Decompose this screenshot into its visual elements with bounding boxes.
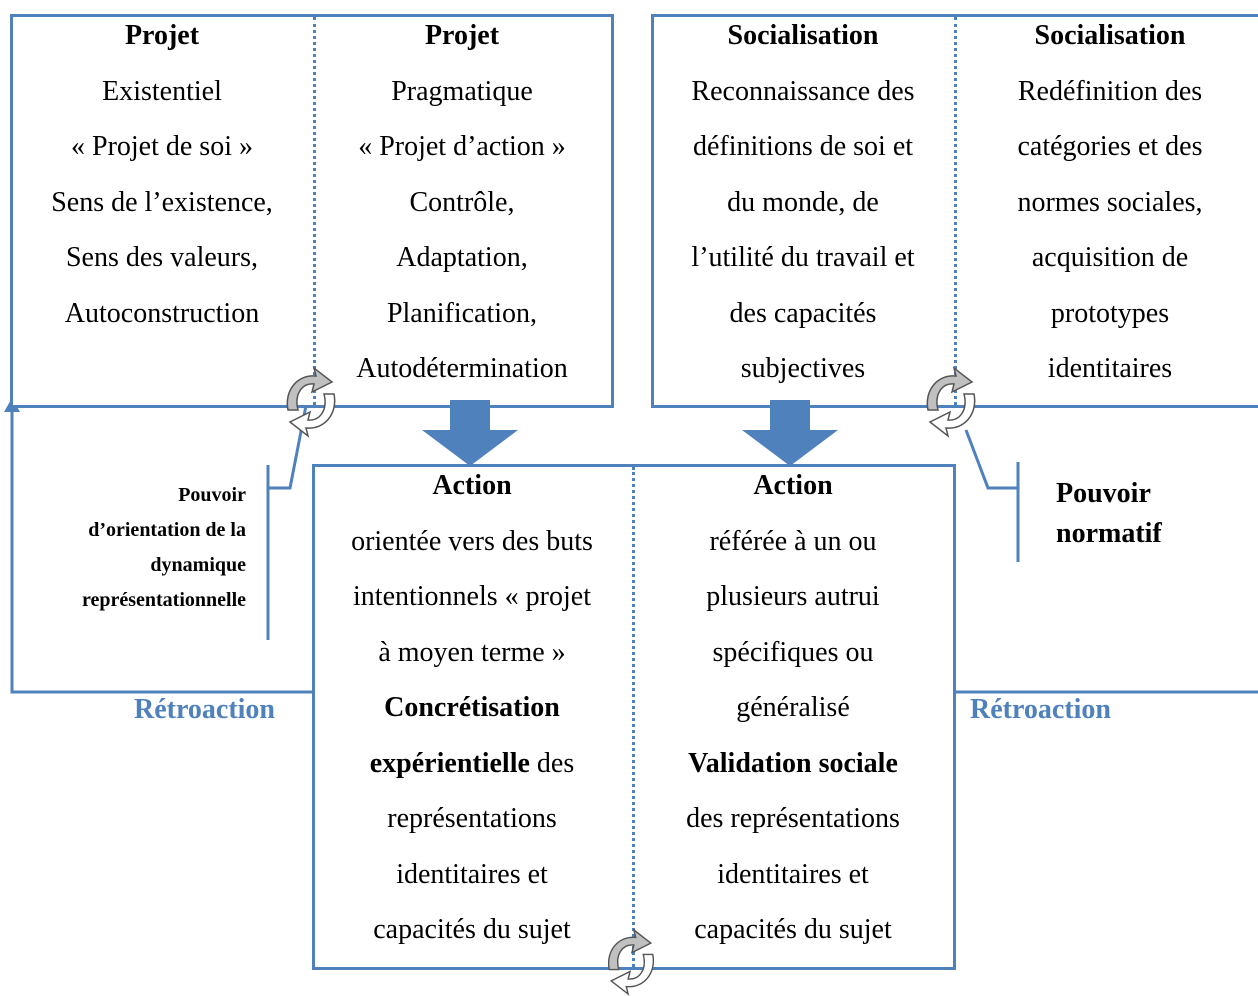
- projet-existentiel-column: Projet Existentiel « Projet de soi » Sen…: [14, 8, 310, 341]
- pouvoir-orientation-line: représentationnelle: [81, 589, 246, 611]
- action-orientee-column: Action orientée vers des buts intentionn…: [316, 458, 628, 958]
- action-referee-bold: Validation sociale: [688, 747, 898, 779]
- socialisation-redefinition-line: Redéfinition des: [1017, 75, 1203, 107]
- action-referee-line: plusieurs autrui: [706, 581, 880, 612]
- action-referee-line: spécifiques ou: [712, 636, 874, 668]
- pouvoir-orientation-label: Pouvoir d’orientation de la dynamique re…: [20, 478, 246, 618]
- socialisation-box: [651, 14, 1258, 408]
- socialisation-reconnaissance-line: des capacités: [729, 297, 877, 329]
- pouvoir-orientation-line: dynamique: [150, 554, 246, 576]
- cycle-icon-socialisation: [926, 366, 976, 438]
- retroaction-left-label: Rétroaction: [134, 694, 275, 725]
- projet-divider: [313, 17, 316, 405]
- projet-pragmatique-column: Projet Pragmatique « Projet d’action » C…: [314, 8, 610, 397]
- projet-pragmatique-line: « Projet d’action »: [358, 131, 566, 162]
- projet-box: [10, 14, 614, 408]
- pouvoir-orientation-line: Pouvoir: [178, 484, 246, 506]
- action-referee-tail-line: identitaires et: [717, 858, 869, 890]
- retroaction-right-label: Rétroaction: [970, 694, 1111, 725]
- cycle-icon-projet: [286, 366, 336, 438]
- socialisation-redefinition-line: normes sociales,: [1017, 186, 1203, 218]
- projet-existentiel-title: Projet: [124, 20, 200, 51]
- action-referee-tail-line: des représentations: [686, 803, 900, 834]
- socialisation-reconnaissance-line: l’utilité du travail et: [691, 242, 915, 273]
- action-orientee-mixed-line: expérientielle des: [316, 736, 628, 792]
- action-orientee-after-bold: des: [529, 747, 575, 779]
- action-orientee-tail-line: capacités du sujet: [373, 914, 571, 945]
- socialisation-reconnaissance-line: Reconnaissance des: [691, 75, 915, 107]
- socialisation-reconnaissance-line: définitions de soi et: [692, 131, 914, 162]
- projet-existentiel-line: Autoconstruction: [64, 297, 260, 329]
- cycle-icon-action: [607, 928, 655, 996]
- down-arrow-right: [742, 400, 838, 466]
- action-referee-tail-line: capacités du sujet: [694, 914, 892, 945]
- projet-existentiel-line: « Projet de soi »: [71, 131, 253, 162]
- action-orientee-bold-1: Concrétisation: [384, 692, 560, 723]
- projet-existentiel-line: Existentiel: [102, 75, 222, 107]
- socialisation-redefinition-title: Socialisation: [1034, 20, 1186, 51]
- action-referee-title: Action: [753, 470, 833, 501]
- action-orientee-line: orientée vers des buts: [351, 525, 593, 557]
- action-referee-line: généralisé: [736, 692, 850, 723]
- action-orientee-bold-line: Concrétisation: [316, 680, 628, 736]
- projet-pragmatique-line: Autodétermination: [356, 353, 568, 384]
- action-box: [312, 464, 956, 970]
- socialisation-reconnaissance-line: subjectives: [740, 353, 866, 384]
- action-orientee-title: Action: [432, 470, 512, 501]
- action-referee-column: Action référée à un ou plusieurs autrui …: [634, 458, 952, 958]
- socialisation-redefinition-line: prototypes: [1050, 297, 1170, 329]
- socialisation-reconnaissance-title: Socialisation: [727, 20, 879, 51]
- projet-existentiel-line: Sens de l’existence,: [51, 186, 273, 218]
- action-referee-line: référée à un ou: [709, 525, 877, 557]
- pouvoir-normatif-label: Pouvoir normatif: [1056, 474, 1236, 554]
- action-orientee-tail-line: représentations: [387, 803, 557, 834]
- socialisation-divider: [954, 17, 957, 405]
- pouvoir-normatif-line: Pouvoir: [1056, 478, 1151, 509]
- projet-pragmatique-line: Planification,: [386, 297, 538, 329]
- projet-pragmatique-line: Adaptation,: [396, 242, 528, 273]
- down-arrow-left: [422, 400, 518, 466]
- socialisation-reconnaissance-column: Socialisation Reconnaissance des définit…: [655, 8, 951, 397]
- action-orientee-line: à moyen terme »: [378, 636, 566, 668]
- projet-existentiel-line: Sens des valeurs,: [65, 242, 259, 273]
- pouvoir-orientation-line: d’orientation de la: [88, 519, 246, 541]
- action-orientee-line: intentionnels « projet: [353, 581, 591, 612]
- projet-pragmatique-line: Pragmatique: [391, 75, 533, 107]
- socialisation-reconnaissance-line: du monde, de: [727, 186, 879, 218]
- retroaction-left-line: [10, 410, 312, 694]
- action-orientee-tail-line: identitaires et: [396, 858, 548, 890]
- pouvoir-normatif-line: normatif: [1056, 518, 1162, 549]
- socialisation-redefinition-line: identitaires: [1047, 353, 1173, 384]
- socialisation-redefinition-column: Socialisation Redéfinition des catégorie…: [960, 8, 1258, 397]
- action-orientee-bold-2: expérientielle: [369, 747, 530, 779]
- callout-normatif-line: [964, 429, 1018, 490]
- projet-pragmatique-line: Contrôle,: [409, 186, 515, 218]
- action-divider: [632, 467, 635, 967]
- projet-pragmatique-title: Projet: [424, 20, 500, 51]
- socialisation-redefinition-line: catégories et des: [1017, 131, 1203, 162]
- socialisation-redefinition-line: acquisition de: [1031, 242, 1189, 273]
